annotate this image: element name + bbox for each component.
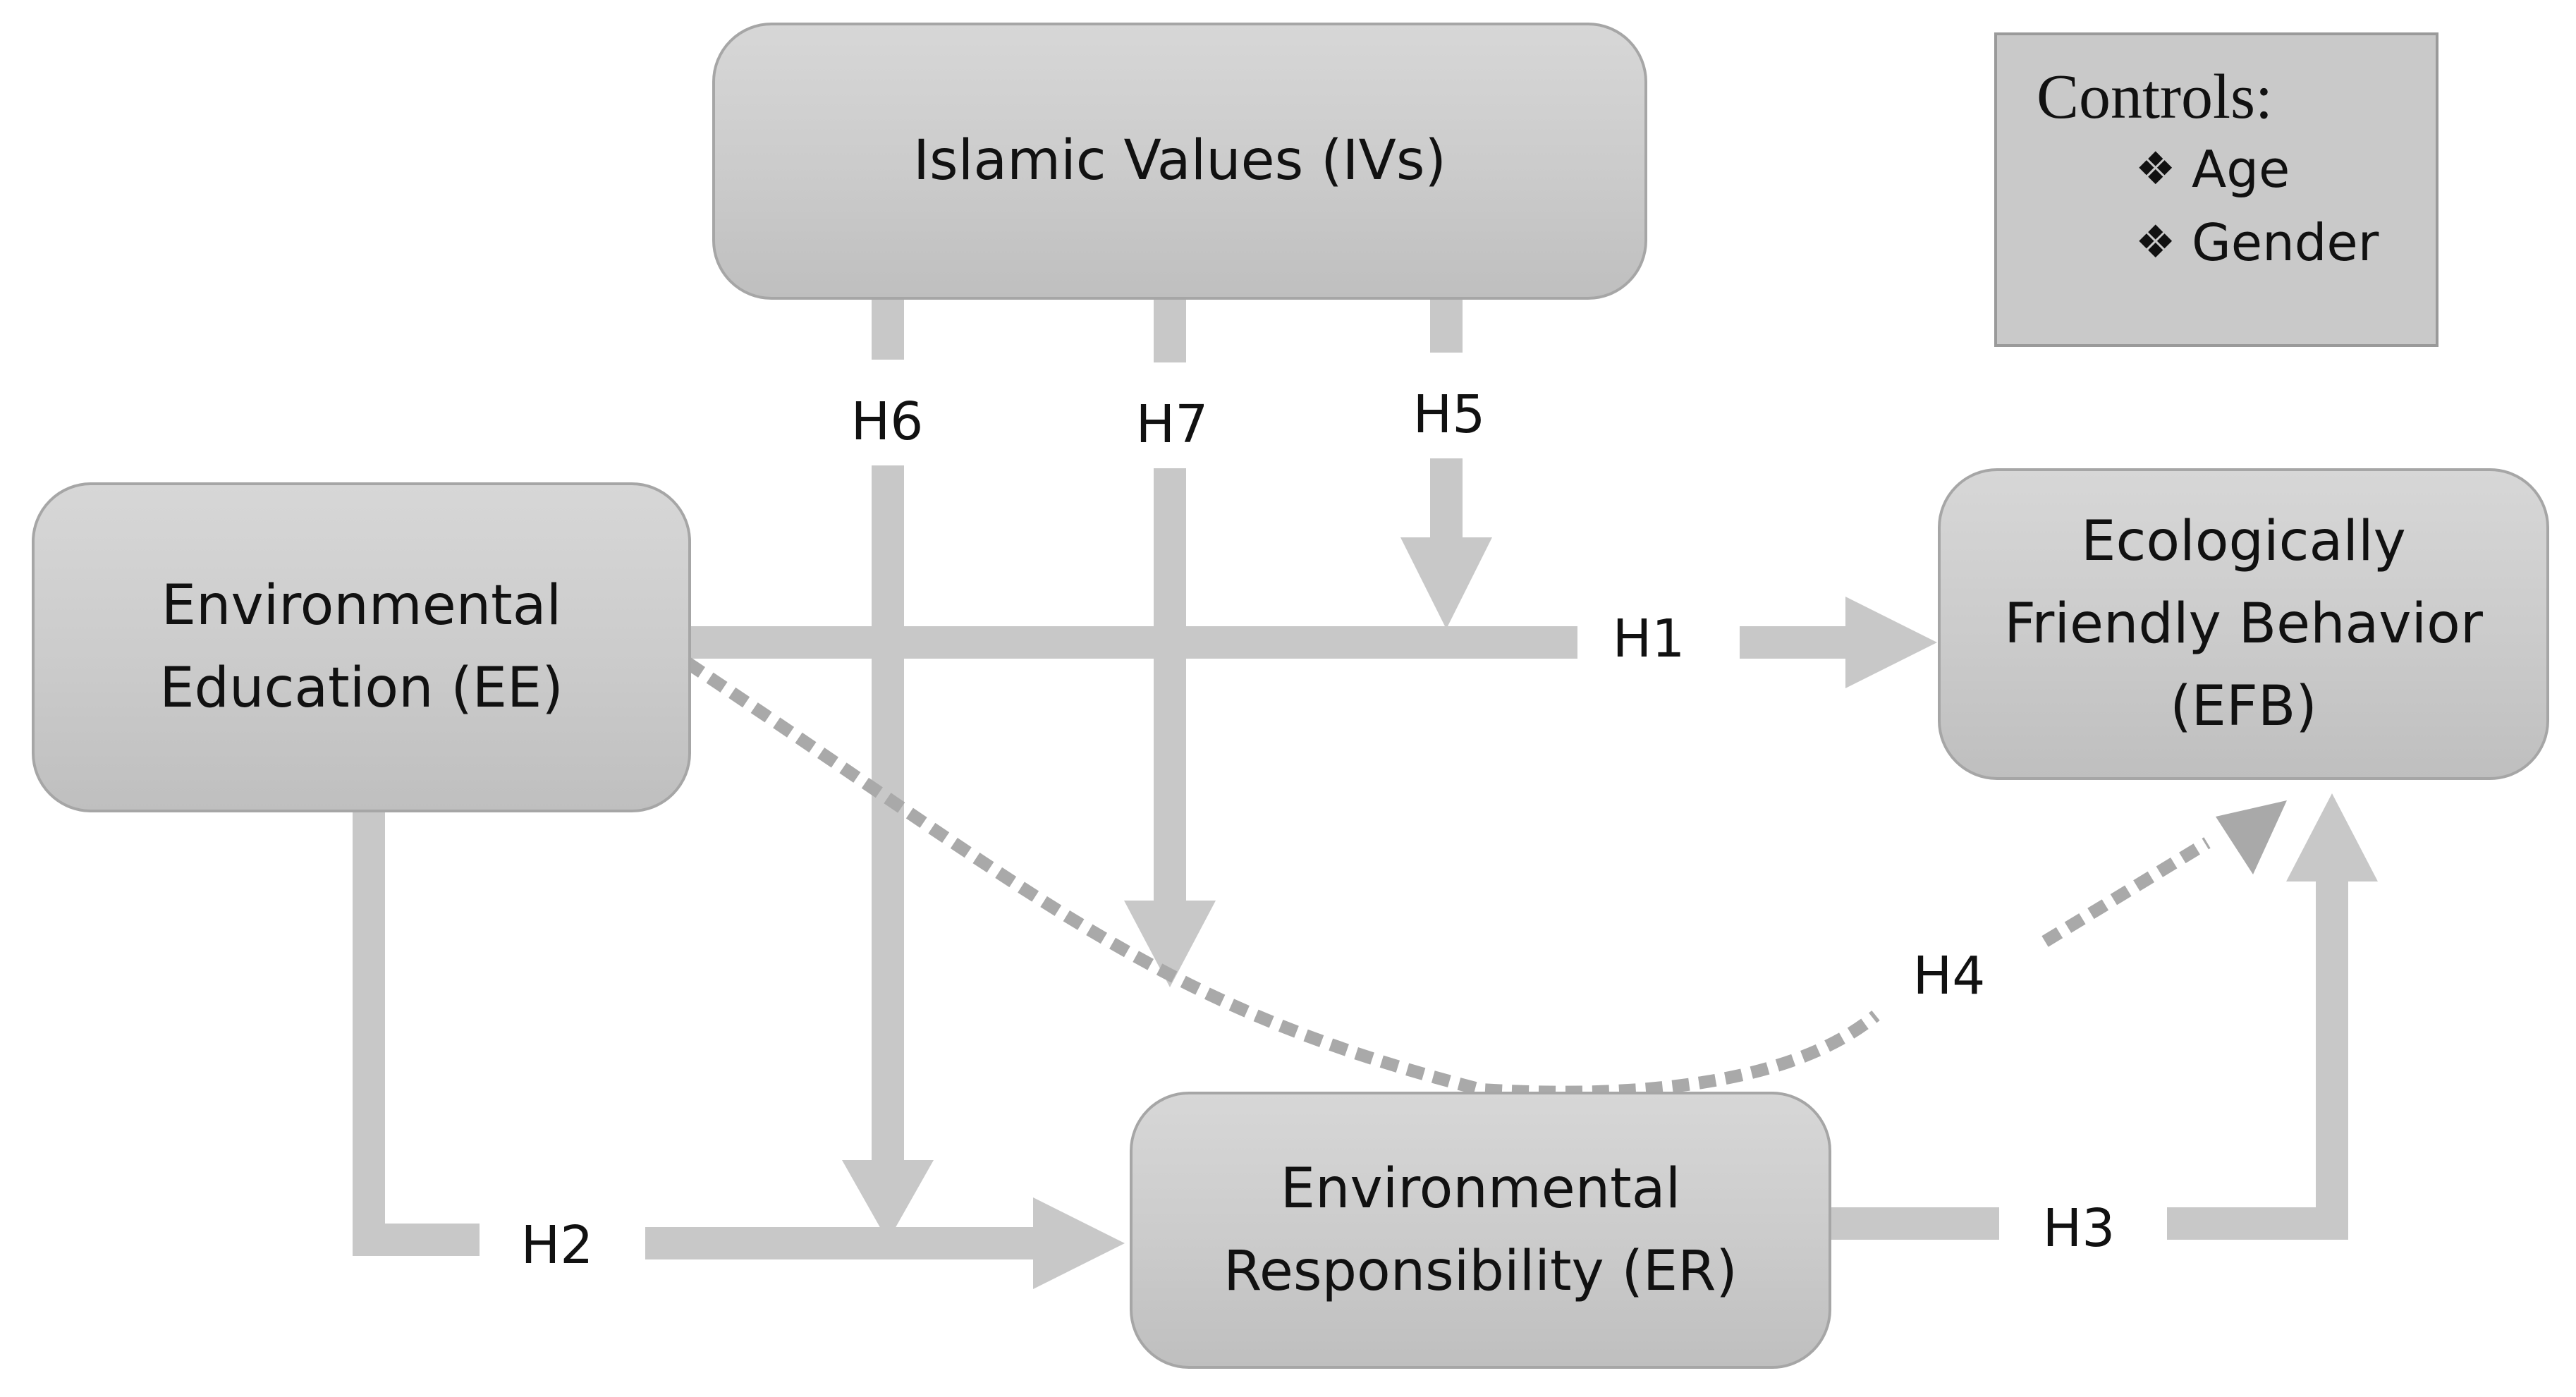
arrow-h3 [1830,793,2378,1240]
node-islamic-values-label: Islamic Values (IVs) [913,129,1446,193]
node-islamic-values: Islamic Values (IVs) [712,23,1647,300]
control-item-age-label: Age [2192,140,2290,199]
label-h6: H6 [850,391,924,452]
node-environmental-responsibility-label: Environmental Responsibility (ER) [1223,1157,1738,1303]
label-h7: H7 [1135,394,1209,455]
node-environmental-education-label: Environmental Education (EE) [159,574,563,720]
label-h1: H1 [1612,609,1685,669]
node-environmental-responsibility: Environmental Responsibility (ER) [1130,1092,1831,1369]
control-item-gender: ❖ Gender [2135,213,2379,272]
arrow-h4 [684,657,2287,1099]
label-h5: H5 [1412,384,1486,445]
control-item-gender-label: Gender [2192,213,2379,272]
arrow-h6 [842,299,934,1241]
control-item-age: ❖ Age [2135,140,2290,199]
arrow-h1 [688,597,1937,688]
four-diamond-bullet-icon: ❖ [2135,216,2176,269]
four-diamond-bullet-icon: ❖ [2135,143,2176,195]
label-h2: H2 [520,1215,594,1276]
arrow-h2 [353,811,1125,1289]
label-h3: H3 [2042,1198,2116,1259]
arrow-h7 [1124,299,1216,987]
controls-title: Controls: [2037,62,2273,132]
node-environmental-education: Environmental Education (EE) [32,482,691,812]
controls-box: Controls: ❖ Age ❖ Gender [1994,32,2438,347]
node-ecologically-friendly-behavior: Ecologically Friendly Behavior (EFB) [1938,468,2549,780]
arrow-h5 [1400,299,1492,629]
label-h4: H4 [1912,946,1986,1006]
node-ecologically-friendly-behavior-label: Ecologically Friendly Behavior (EFB) [2004,509,2483,738]
